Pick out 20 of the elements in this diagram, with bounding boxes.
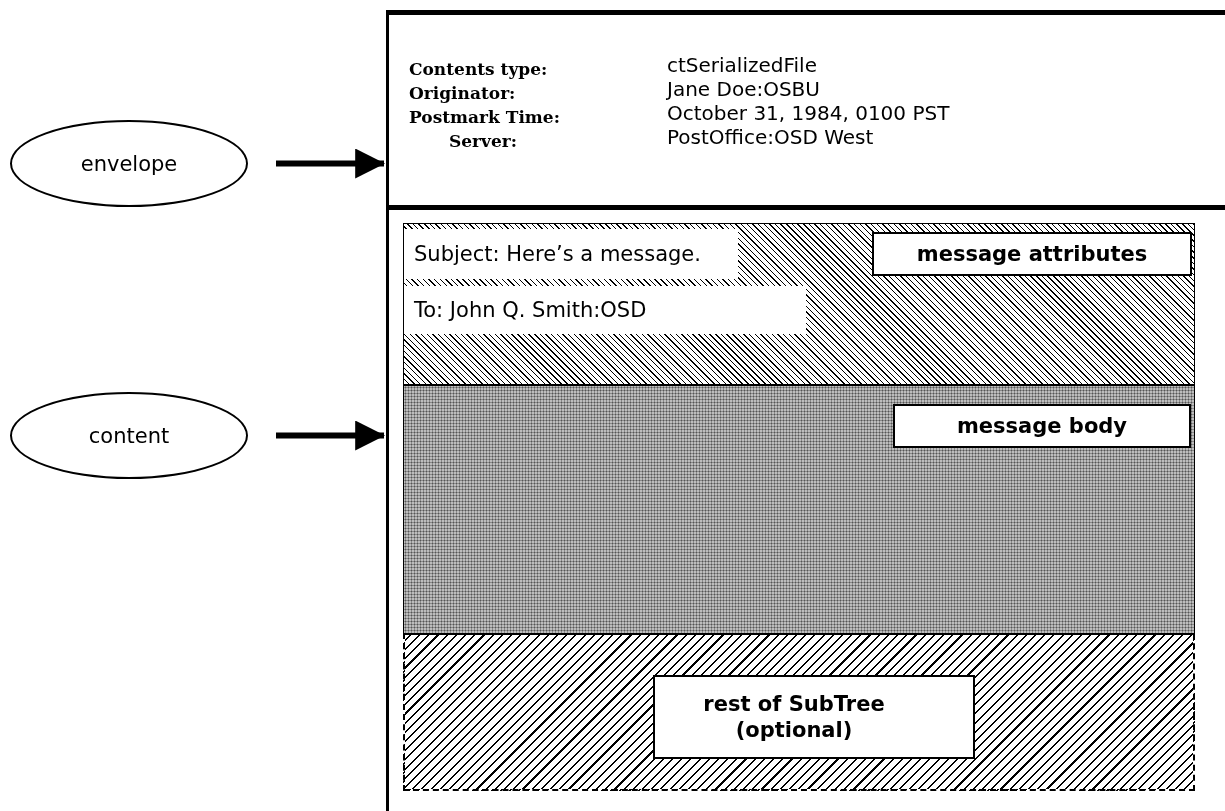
- hatched-band: [403, 223, 1195, 385]
- section-label: message body: [893, 404, 1191, 448]
- field-label: Postmark Time:: [409, 107, 560, 127]
- field-label: Server:: [449, 131, 517, 151]
- field-value: Jane Doe:OSBU: [667, 77, 820, 101]
- hatched-band: [403, 633, 1195, 791]
- section-label: rest of SubTree (optional): [653, 675, 975, 759]
- ellipse-node: envelope: [10, 120, 248, 207]
- subject-text: Subject: Here’s a message.: [404, 229, 738, 279]
- recipient-text: To: John Q. Smith:OSD: [404, 286, 806, 334]
- field-label: Contents type:: [409, 59, 548, 79]
- arrow: [276, 420, 386, 451]
- field-value: ctSerializedFile: [667, 53, 817, 77]
- field-label: Originator:: [409, 83, 516, 103]
- field-value: PostOffice:OSD West: [667, 125, 874, 149]
- section-label: message attributes: [872, 232, 1192, 276]
- field-value: October 31, 1984, 0100 PST: [667, 101, 950, 125]
- dotted-band: [403, 385, 1195, 633]
- ellipse-node: content: [10, 392, 248, 479]
- arrow: [276, 148, 386, 179]
